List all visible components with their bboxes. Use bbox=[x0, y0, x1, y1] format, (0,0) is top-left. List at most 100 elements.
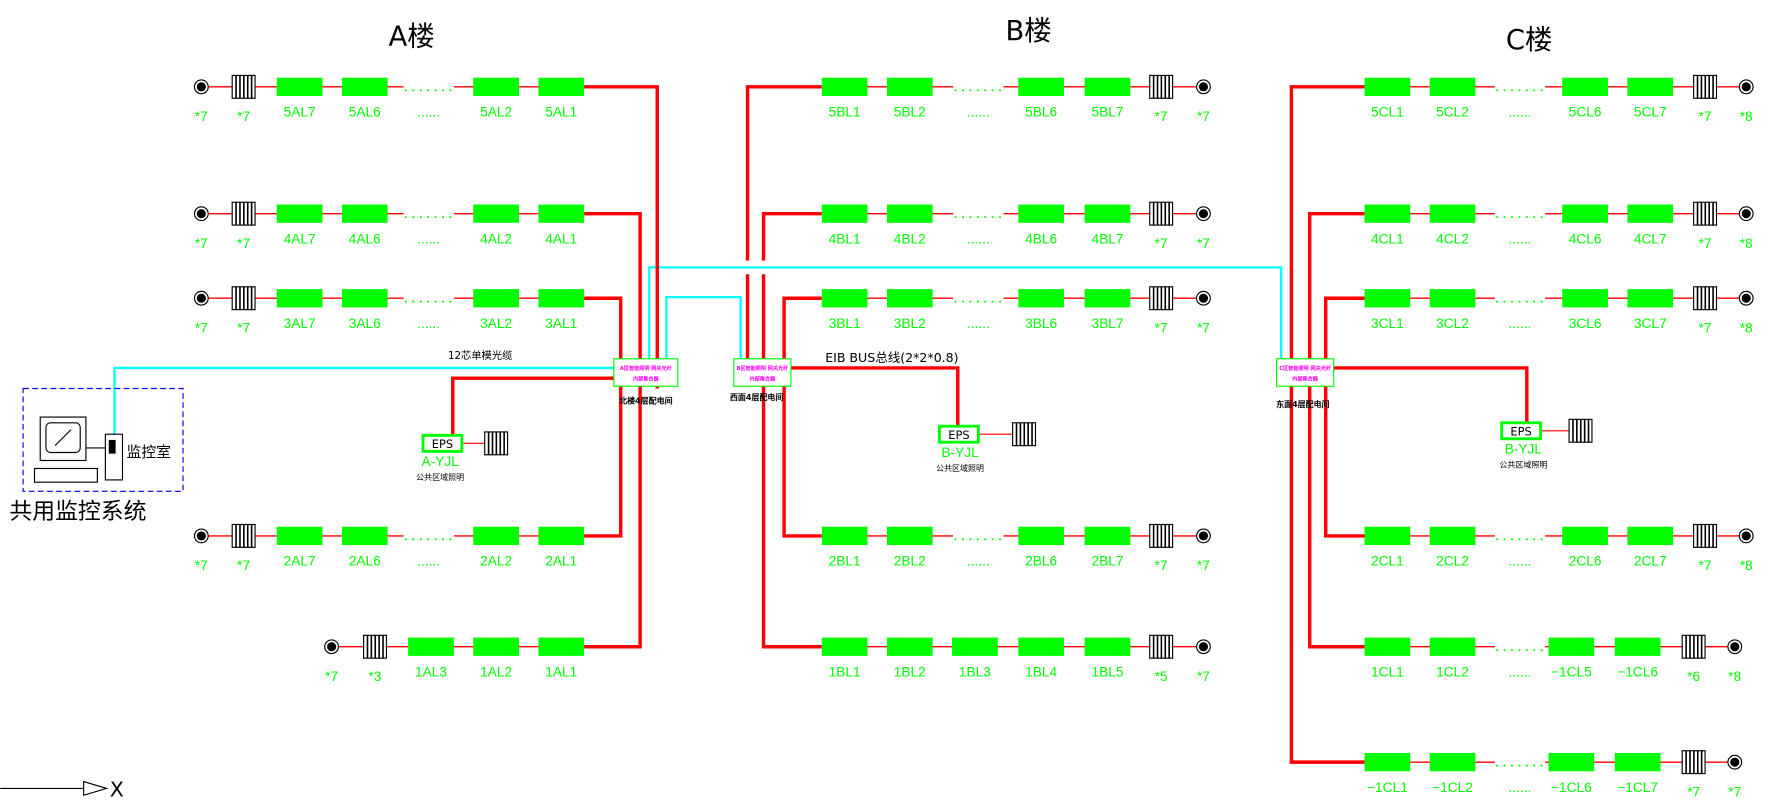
radiator-count-label: *3 bbox=[369, 669, 382, 684]
dotted-gap-mark bbox=[991, 216, 994, 219]
radiator-count-label: *7 bbox=[1155, 321, 1168, 336]
fixture-label: ...... bbox=[1509, 780, 1532, 795]
radiator-icon bbox=[1693, 523, 1718, 548]
dotted-gap-mark bbox=[961, 538, 964, 541]
outlet-icon bbox=[1196, 206, 1211, 222]
fixture-label: 5CL1 bbox=[1371, 105, 1404, 120]
dotted-gap-mark bbox=[1503, 89, 1506, 92]
eps-box bbox=[938, 424, 980, 444]
dotted-gap-mark bbox=[991, 538, 994, 541]
light-fixture-box bbox=[276, 289, 323, 308]
outlet-count-label: *7 bbox=[1197, 109, 1210, 124]
dotted-gap-mark bbox=[1518, 764, 1521, 767]
dotted-gap-mark bbox=[449, 216, 452, 219]
light-fixture-box bbox=[1627, 204, 1674, 223]
outlet-count-label: *7 bbox=[1197, 669, 1210, 684]
outlet-icon bbox=[193, 528, 209, 544]
dotted-gap-mark bbox=[1525, 300, 1528, 303]
light-fixture-box bbox=[952, 637, 998, 656]
fiber-cable-a-to-b bbox=[665, 295, 742, 359]
radiator-icon bbox=[1149, 523, 1174, 548]
dotted-gap-mark bbox=[1533, 538, 1536, 541]
dotted-gap-mark bbox=[412, 216, 415, 219]
light-fixture-box bbox=[821, 637, 868, 656]
dotted-gap-mark bbox=[427, 89, 430, 92]
light-fixture-box bbox=[1614, 753, 1661, 772]
dotted-gap-mark bbox=[991, 300, 994, 303]
outlet-count-label: *7 bbox=[1197, 236, 1210, 251]
fixture-label: 4AL1 bbox=[545, 231, 577, 246]
light-fixture-box bbox=[1018, 77, 1065, 96]
outlet-count-label: *8 bbox=[1740, 109, 1753, 124]
dotted-gap-mark bbox=[984, 300, 987, 303]
monitor-room-label: 监控室 bbox=[127, 443, 172, 461]
fixture-label: 1AL1 bbox=[545, 664, 577, 679]
light-fixture-box bbox=[276, 204, 323, 223]
fixture-label: 2AL7 bbox=[284, 554, 316, 569]
light-fixture-box bbox=[1562, 77, 1608, 96]
dotted-gap-mark bbox=[1503, 649, 1506, 652]
outlet-icon bbox=[1727, 639, 1743, 655]
outlet-count-label: *8 bbox=[1740, 321, 1753, 336]
dotted-gap-mark bbox=[412, 300, 415, 303]
radiator-count-label: *7 bbox=[237, 236, 250, 251]
light-fixture-box bbox=[1614, 637, 1661, 656]
light-fixture-box bbox=[341, 289, 388, 308]
radiator-icon bbox=[1149, 634, 1174, 659]
radiator-icon bbox=[1693, 201, 1718, 226]
outlet-count-label: *7 bbox=[1197, 321, 1210, 336]
trunk-c-main bbox=[1289, 85, 1365, 764]
light-fixture-box bbox=[821, 204, 868, 223]
eps-description: 公共区域照明 bbox=[1499, 459, 1547, 469]
gap-mask bbox=[1494, 531, 1546, 541]
fixture-label: 4BL6 bbox=[1025, 231, 1057, 246]
fixture-label: 2BL6 bbox=[1025, 554, 1057, 569]
radiator-icon bbox=[1012, 422, 1037, 447]
dotted-gap-mark bbox=[1525, 216, 1528, 219]
light-fixture-box bbox=[1364, 204, 1411, 223]
dotted-gap-mark bbox=[404, 300, 407, 303]
junction-box-0 bbox=[613, 358, 679, 387]
light-fixture-box bbox=[1627, 77, 1674, 96]
radiator-count-label: *5 bbox=[1155, 669, 1168, 684]
dotted-gap-mark bbox=[427, 538, 430, 541]
outlet-dot bbox=[1741, 293, 1751, 303]
dotted-gap-mark bbox=[1510, 538, 1513, 541]
outlet-count-label: *8 bbox=[1740, 236, 1753, 251]
outlet-icon bbox=[1196, 639, 1211, 655]
dotted-gap-mark bbox=[412, 89, 415, 92]
junction-subtitle: 内部集合器 bbox=[633, 375, 660, 383]
outlet-dot bbox=[1730, 642, 1740, 652]
dotted-gap-mark bbox=[976, 300, 979, 303]
fixture-label: −1CL7 bbox=[1617, 780, 1658, 795]
outlet-icon bbox=[193, 206, 209, 222]
gap-mask bbox=[403, 82, 454, 92]
dotted-gap-mark bbox=[1540, 216, 1543, 219]
outlet-count-label: *7 bbox=[195, 321, 208, 336]
dotted-gap-mark bbox=[984, 538, 987, 541]
gap-mask bbox=[1494, 642, 1546, 652]
light-fixture-box bbox=[1018, 526, 1065, 546]
radiator-count-label: *7 bbox=[237, 109, 250, 124]
dotted-gap-mark bbox=[449, 538, 452, 541]
radiator-icon bbox=[484, 431, 509, 456]
dotted-gap-mark bbox=[449, 300, 452, 303]
light-fixture-box bbox=[1562, 204, 1608, 223]
dotted-gap-mark bbox=[434, 216, 437, 219]
radiator-count-label: *7 bbox=[1699, 236, 1712, 251]
dotted-gap-mark bbox=[984, 216, 987, 219]
light-fixture-box bbox=[538, 204, 585, 223]
fixture-label: 5BL1 bbox=[829, 105, 861, 120]
x-axis-label: X bbox=[110, 777, 124, 801]
dotted-gap-mark bbox=[1510, 649, 1513, 652]
radiator-icon bbox=[1693, 74, 1718, 99]
fixture-label: 5CL6 bbox=[1569, 105, 1602, 120]
light-fixture-box bbox=[886, 204, 933, 223]
light-fixture-box bbox=[341, 77, 388, 96]
fixture-label: 1CL1 bbox=[1371, 664, 1404, 679]
light-fixture-box bbox=[473, 637, 519, 656]
fixture-label: −1CL6 bbox=[1551, 780, 1592, 795]
fixture-label: 5AL7 bbox=[284, 105, 316, 120]
